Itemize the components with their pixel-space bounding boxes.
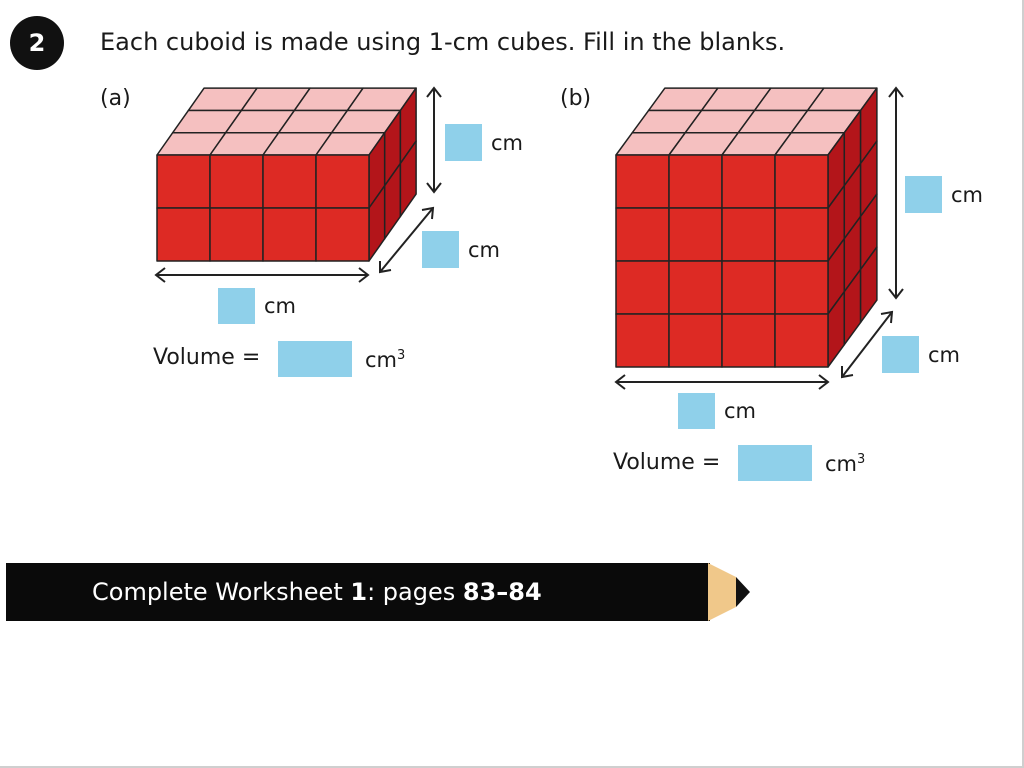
front-face-cube (668, 313, 723, 368)
frame-border-right (1022, 0, 1024, 768)
width-answer-box-b[interactable] (882, 336, 919, 373)
volume-answer-box-b[interactable] (738, 445, 812, 481)
worksheet-banner-text: Complete Worksheet 1: pages 83–84 (92, 578, 542, 606)
height-unit-b: cm (951, 183, 984, 207)
front-face-cube (721, 207, 776, 262)
front-face-cube (774, 260, 829, 315)
width-unit-b: cm (928, 343, 961, 367)
front-face-cube (615, 154, 670, 209)
worksheet-banner[interactable]: Complete Worksheet 1: pages 83–84 (6, 563, 710, 621)
pencil-tip-icon (708, 563, 750, 621)
worksheet-pages: 83–84 (462, 578, 542, 606)
question-instruction: Each cuboid is made using 1-cm cubes. Fi… (100, 28, 786, 56)
front-face-cube (721, 260, 776, 315)
height-unit-a: cm (491, 131, 524, 155)
front-face-cube (668, 154, 723, 209)
volume-answer-box-a[interactable] (278, 341, 352, 377)
volume-unit-b: cm3 (825, 452, 866, 476)
height-answer-box-a[interactable] (445, 124, 482, 161)
front-face-cube (615, 260, 670, 315)
front-face-cube (315, 207, 370, 262)
side-face-cube (859, 246, 878, 324)
front-face-cube (774, 154, 829, 209)
length-answer-box-b[interactable] (678, 393, 715, 429)
volume-exponent-b: 3 (857, 452, 866, 467)
front-face-cube (721, 154, 776, 209)
front-face-cube (615, 313, 670, 368)
front-face-cube (774, 207, 829, 262)
front-face-cube (774, 313, 829, 368)
volume-unit-a: cm3 (365, 348, 406, 372)
volume-exponent-a: 3 (397, 348, 406, 363)
width-arrow-b (841, 311, 893, 378)
part-a-label: (a) (100, 86, 131, 111)
length-unit-a: cm (264, 294, 297, 318)
part-b-label: (b) (560, 86, 592, 111)
volume-label-a: Volume = (153, 345, 261, 370)
front-face-cube (721, 313, 776, 368)
side-face-cube (399, 140, 417, 218)
length-answer-box-a[interactable] (218, 288, 255, 324)
frame-border-bottom (0, 766, 1024, 768)
volume-label-b: Volume = (613, 450, 721, 475)
height-answer-box-b[interactable] (905, 176, 942, 213)
width-arrow-a (379, 207, 434, 273)
width-answer-box-a[interactable] (422, 231, 459, 268)
front-face-cube (615, 207, 670, 262)
front-face-cube (668, 260, 723, 315)
width-unit-a: cm (468, 238, 501, 262)
front-face-cube (668, 207, 723, 262)
length-unit-b: cm (724, 399, 757, 423)
worksheet-number: 1 (350, 578, 368, 606)
question-number: 2 (10, 16, 64, 70)
